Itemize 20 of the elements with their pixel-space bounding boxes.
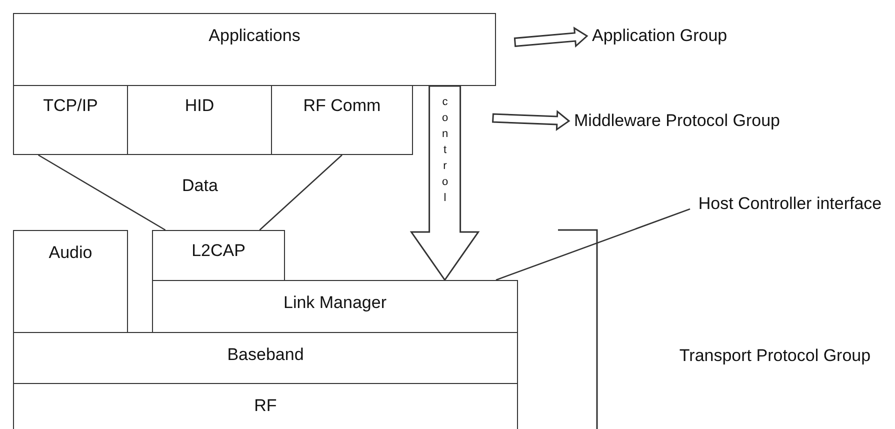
- group-label: Middleware Protocol Group: [574, 111, 780, 131]
- group-label: Transport Protocol Group: [665, 346, 885, 366]
- layer-box: RF Comm: [271, 85, 413, 155]
- leader-line: [496, 208, 690, 281]
- layer-box: RF: [13, 383, 518, 429]
- callout-text: Host Controller interface: [690, 194, 890, 214]
- group-label: Application Group: [592, 26, 728, 46]
- block-arrow: [492, 110, 570, 131]
- connector-line: [259, 154, 342, 230]
- block-arrow: [410, 85, 480, 282]
- flow-label: Data: [181, 176, 219, 196]
- layer-box: Link Manager: [152, 280, 518, 333]
- layer-box: L2CAP: [152, 230, 285, 281]
- block-arrow: [514, 26, 588, 48]
- layer-box: Audio: [13, 230, 128, 333]
- layer-box: Baseband: [13, 332, 518, 384]
- connector-line: [38, 154, 166, 231]
- edge-label: control: [438, 96, 452, 208]
- layer-box: TCP/IP: [13, 85, 128, 155]
- layer-box: Applications: [13, 13, 496, 86]
